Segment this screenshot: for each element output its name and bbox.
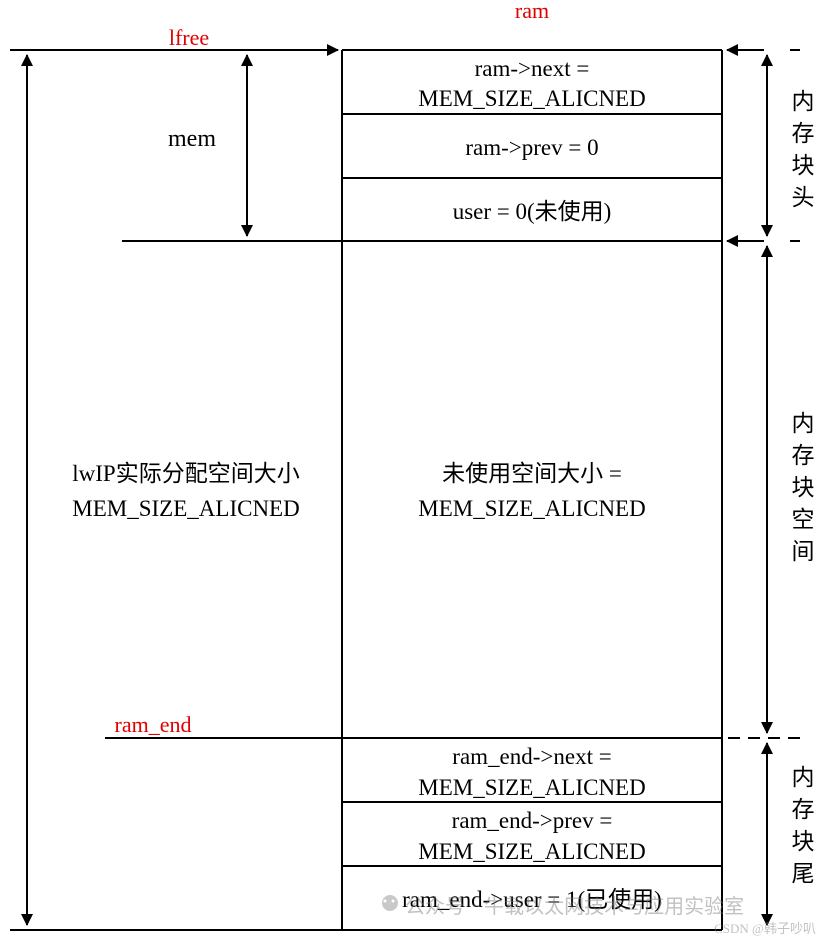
- watermark: 公众号 · 牛载以太网技术与应用实验室 CSDN @韩子吵叭: [382, 894, 816, 936]
- ram-next-text-line2: MEM_SIZE_ALICNED: [418, 86, 645, 111]
- space-char: 存: [792, 443, 815, 468]
- space-vertical-label: 内 存 块 空 间: [792, 411, 815, 564]
- tail-char: 内: [792, 765, 815, 790]
- right-pointers: [726, 44, 806, 739]
- header-vertical-label: 内 存 块 头: [792, 89, 815, 210]
- ram-label: ram: [515, 0, 549, 23]
- allocated-size-text-line1: lwIP实际分配空间大小: [72, 461, 299, 486]
- header-char: 头: [792, 185, 815, 210]
- ram-end-label: ram_end: [115, 712, 192, 737]
- wechat-icon: [382, 895, 398, 911]
- ram-next-text-line1: ram->next =: [475, 56, 590, 81]
- memory-block-frame: [10, 49, 723, 931]
- watermark-text: 公众号 · 牛载以太网技术与应用实验室: [405, 894, 744, 918]
- space-char: 间: [792, 539, 815, 564]
- space-char: 内: [792, 411, 815, 436]
- ram-end-prev-text-line1: ram_end->prev =: [452, 808, 613, 833]
- header-char: 存: [792, 121, 815, 146]
- ram-end-next-text-line2: MEM_SIZE_ALICNED: [418, 775, 645, 800]
- ram-end-prev-text-line2: MEM_SIZE_ALICNED: [418, 839, 645, 864]
- space-char: 块: [792, 475, 815, 500]
- ram-end-user-text: ram_end->user = 1(已使用): [402, 887, 662, 912]
- unused-space-text-line1: 未使用空间大小 =: [442, 461, 622, 486]
- tail-char: 尾: [792, 861, 815, 886]
- user-flag-text: user = 0(未使用): [453, 199, 612, 224]
- space-char: 空: [792, 507, 815, 532]
- ram-prev-text: ram->prev = 0: [465, 135, 598, 160]
- mem-label: mem: [168, 126, 216, 152]
- lfree-label: lfree: [169, 25, 209, 50]
- tail-vertical-label: 内 存 块 尾: [792, 765, 815, 886]
- watermark-credit: CSDN @韩子吵叭: [714, 921, 816, 936]
- ram-end-next-text-line1: ram_end->next =: [452, 744, 611, 769]
- header-char: 块: [792, 153, 815, 178]
- tail-char: 块: [792, 829, 815, 854]
- tail-char: 存: [792, 797, 815, 822]
- allocated-size-text-line2: MEM_SIZE_ALICNED: [72, 496, 299, 521]
- unused-space-text-line2: MEM_SIZE_ALICNED: [418, 496, 645, 521]
- header-char: 内: [792, 89, 815, 114]
